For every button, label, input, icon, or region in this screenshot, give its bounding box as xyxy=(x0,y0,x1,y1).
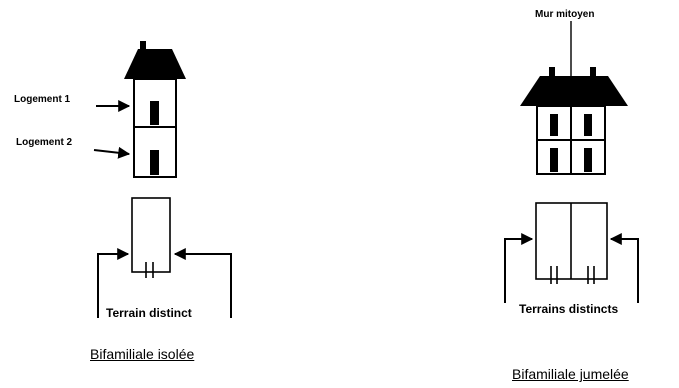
detached-lot-label: Terrain distinct xyxy=(106,306,192,320)
semi-lot-line-left xyxy=(504,233,534,303)
semi-lot-line-right xyxy=(609,233,639,303)
semi-lot-plan xyxy=(504,202,639,303)
semi-left-lower-window xyxy=(550,148,558,172)
detached-building-footprint xyxy=(131,197,171,273)
detached-upper-door xyxy=(150,101,159,125)
semi-detached-house xyxy=(520,67,628,175)
semi-roof xyxy=(520,76,628,106)
unit2-label: Logement 2 xyxy=(16,137,73,148)
detached-lot-line-right xyxy=(173,248,232,318)
unit2-arrow xyxy=(93,146,131,159)
semi-right-chimney xyxy=(590,67,596,79)
detached-lot-line-left xyxy=(97,248,130,318)
semi-right-upper-window xyxy=(584,114,592,136)
semi-right-lower-window xyxy=(584,148,592,172)
detached-roof xyxy=(124,49,186,79)
detached-caption: Bifamiliale isolée xyxy=(90,346,195,362)
semi-left-upper-window xyxy=(550,114,558,136)
semi-left-chimney xyxy=(549,67,555,79)
unit1-label: Logement 1 xyxy=(14,94,71,105)
detached-chimney xyxy=(140,41,146,51)
detached-lower-unit xyxy=(133,126,177,178)
semi-lot-label: Terrains distincts xyxy=(519,302,619,316)
detached-house xyxy=(124,41,186,178)
semi-caption: Bifamiliale jumelée xyxy=(512,366,629,382)
detached-lot-plan xyxy=(97,197,232,318)
detached-lower-door xyxy=(150,150,159,175)
shared-wall-label: Mur mitoyen xyxy=(535,9,595,20)
